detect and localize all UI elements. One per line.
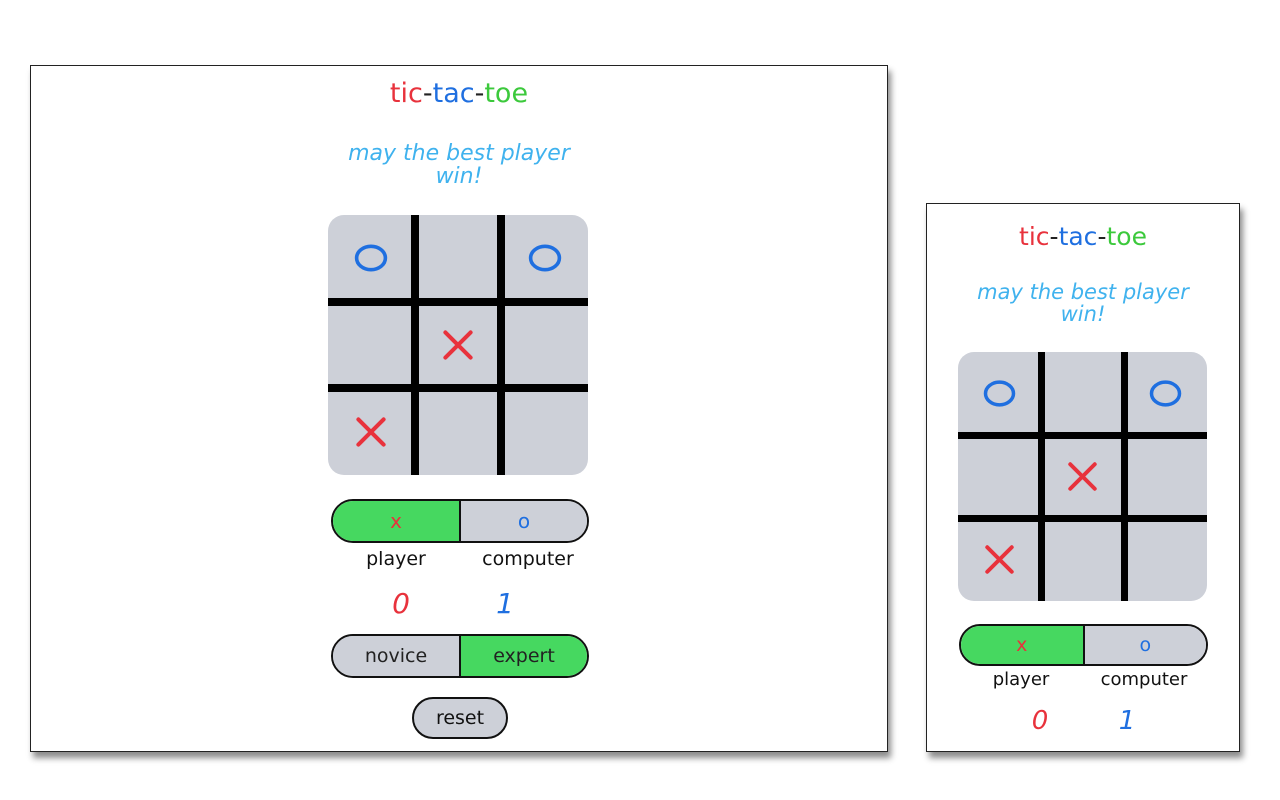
title-toe: toe (1106, 222, 1147, 251)
symbol-toggle: x o (331, 499, 589, 543)
grid-line-horizontal (328, 297, 588, 306)
difficulty-expert-button[interactable]: expert (459, 636, 587, 676)
grid-line-horizontal (958, 514, 1207, 522)
title-dash: - (422, 78, 433, 109)
computer-score: 1 (1118, 706, 1136, 736)
difficulty-toggle: novice expert (331, 634, 589, 678)
board-cell-7[interactable] (1041, 518, 1124, 601)
subtitle-line: may the best player (348, 141, 570, 166)
grid-line-horizontal (328, 384, 588, 393)
subtitle-line: win! (1060, 302, 1106, 327)
computer-label: computer (1100, 669, 1188, 690)
symbol-x-label: x (1016, 634, 1028, 656)
player-label: player (366, 548, 426, 570)
game-window-large: tic-tac-toe may the best player win! x o… (30, 65, 888, 752)
board-cell-5[interactable] (501, 302, 588, 389)
board-cell-0[interactable] (958, 352, 1041, 435)
o-mark-icon (983, 380, 1016, 407)
board-cell-4[interactable] (1041, 435, 1124, 518)
board-cell-3[interactable] (958, 435, 1041, 518)
subtitle: may the best player win! (31, 142, 887, 188)
subtitle-line: win! (435, 164, 483, 190)
game-title: tic-tac-toe (31, 78, 887, 109)
board-cell-4[interactable] (415, 302, 502, 389)
game-title: tic-tac-toe (927, 222, 1239, 251)
symbol-toggle: x o (959, 624, 1208, 666)
game-board (958, 352, 1207, 601)
grid-line-vertical (1037, 352, 1045, 601)
title-dash: - (1049, 222, 1059, 251)
grid-line-vertical (410, 215, 419, 475)
player-label: player (992, 669, 1050, 690)
o-mark-icon (528, 244, 561, 272)
symbol-x-button[interactable]: x (961, 626, 1083, 664)
title-tic: tic (1019, 222, 1050, 251)
subtitle-line: may the best player (977, 280, 1189, 304)
symbol-o-label: o (517, 509, 531, 533)
subtitle: may the best player win! (927, 281, 1239, 325)
board-cell-8[interactable] (501, 388, 588, 475)
board-cell-3[interactable] (328, 302, 415, 389)
grid-line-vertical (497, 215, 506, 475)
symbol-o-button[interactable]: o (1082, 626, 1206, 664)
board-cell-6[interactable] (958, 518, 1041, 601)
board-cell-2[interactable] (501, 215, 588, 302)
title-tac: tac (432, 78, 475, 109)
o-mark-icon (355, 244, 388, 272)
reset-button[interactable]: reset (412, 697, 508, 739)
x-mark-icon (1068, 462, 1097, 491)
title-dash: - (474, 78, 485, 109)
board-cell-5[interactable] (1124, 435, 1207, 518)
board-cell-1[interactable] (1041, 352, 1124, 435)
computer-label: computer (482, 548, 574, 570)
title-tac: tac (1058, 222, 1098, 251)
computer-score: 1 (496, 587, 514, 620)
board-cell-6[interactable] (328, 388, 415, 475)
title-dash: - (1097, 222, 1107, 251)
x-mark-icon (356, 417, 386, 447)
game-window-small: tic-tac-toe may the best player win! x o… (926, 203, 1240, 752)
board-cell-1[interactable] (415, 215, 502, 302)
player-score: 0 (1031, 706, 1049, 736)
grid-line-horizontal (958, 431, 1207, 439)
board-cell-7[interactable] (415, 388, 502, 475)
board-cell-8[interactable] (1124, 518, 1207, 601)
board-cell-0[interactable] (328, 215, 415, 302)
grid-line-vertical (1120, 352, 1128, 601)
symbol-o-button[interactable]: o (459, 501, 587, 541)
player-score: 0 (392, 587, 410, 620)
symbol-x-label: x (390, 509, 402, 533)
game-board (328, 215, 588, 475)
difficulty-novice-button[interactable]: novice (333, 636, 459, 676)
title-tic: tic (389, 78, 423, 109)
o-mark-icon (1149, 380, 1182, 407)
symbol-x-button[interactable]: x (333, 501, 459, 541)
x-mark-icon (985, 545, 1014, 574)
board-cell-2[interactable] (1124, 352, 1207, 435)
symbol-o-label: o (1139, 634, 1152, 656)
x-mark-icon (443, 330, 473, 360)
title-toe: toe (484, 78, 529, 109)
